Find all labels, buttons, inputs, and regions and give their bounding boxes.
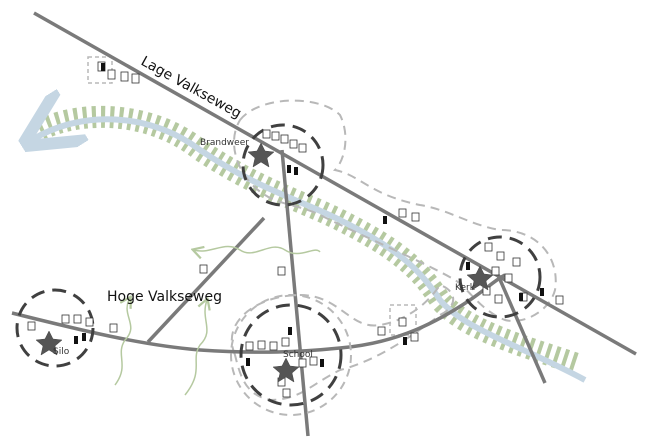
road-label-lage: Lage Valkseweg [138,54,244,122]
wind-arrow-top [194,245,321,253]
star-school-icon [272,357,300,383]
river [32,119,587,383]
poi-label-brandweer: Brandweer [200,138,249,148]
star-brandweer-icon [247,142,275,168]
vegetation-band [35,105,584,376]
road-hoge-valkseweg [11,273,506,354]
core-zone-school [239,303,343,407]
influence-zone-upper [233,99,557,322]
road-diagonal [146,216,266,344]
star-silo-icon [35,330,63,356]
road-east-branch [496,274,547,384]
buildings-white [27,61,564,398]
core-zone-kerk [458,235,542,319]
influence-zone-lower [230,283,455,402]
road-lage-valkseweg [33,11,637,356]
core-zone-brandweer [241,123,325,207]
core-zone-silo [15,288,95,368]
wind-arrow-left [114,298,131,386]
poi-label-school: School [283,350,313,360]
road-label-hoge: Hoge Valkseweg [107,289,222,305]
wind-arrow-mid [184,300,207,396]
road-north-south [280,149,310,437]
star-kerk-icon [466,265,494,291]
poi-stars [35,142,494,383]
poi-label-kerk: Kerk [455,283,476,293]
poi-label-silo: Silo [53,347,70,357]
ring-school-light [230,294,352,416]
